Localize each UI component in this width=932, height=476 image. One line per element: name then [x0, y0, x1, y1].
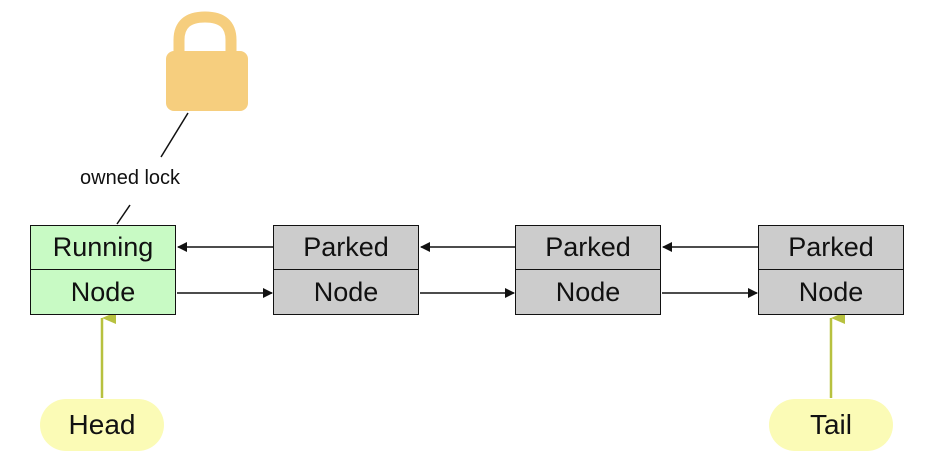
node-label: Node	[555, 276, 621, 307]
lock-owner-line-lower	[116, 204, 131, 225]
node-parked: Parked Node	[758, 225, 904, 315]
lock-owner-line-upper	[160, 112, 189, 158]
node-status-label: Running	[31, 226, 175, 270]
node-label: Node	[313, 276, 379, 307]
node-status-label: Parked	[516, 226, 660, 270]
node-running: Running Node	[30, 225, 176, 315]
node-label: Node	[798, 276, 864, 307]
node-parked: Parked Node	[515, 225, 661, 315]
tail-pointer: Tail	[769, 399, 893, 451]
head-pointer: Head	[40, 399, 164, 451]
node-label: Node	[70, 276, 136, 307]
node-parked: Parked Node	[273, 225, 419, 315]
node-status-label: Parked	[274, 226, 418, 270]
node-status-label: Parked	[759, 226, 903, 270]
lock-icon	[166, 11, 248, 111]
lock-caption: owned lock	[80, 167, 181, 189]
